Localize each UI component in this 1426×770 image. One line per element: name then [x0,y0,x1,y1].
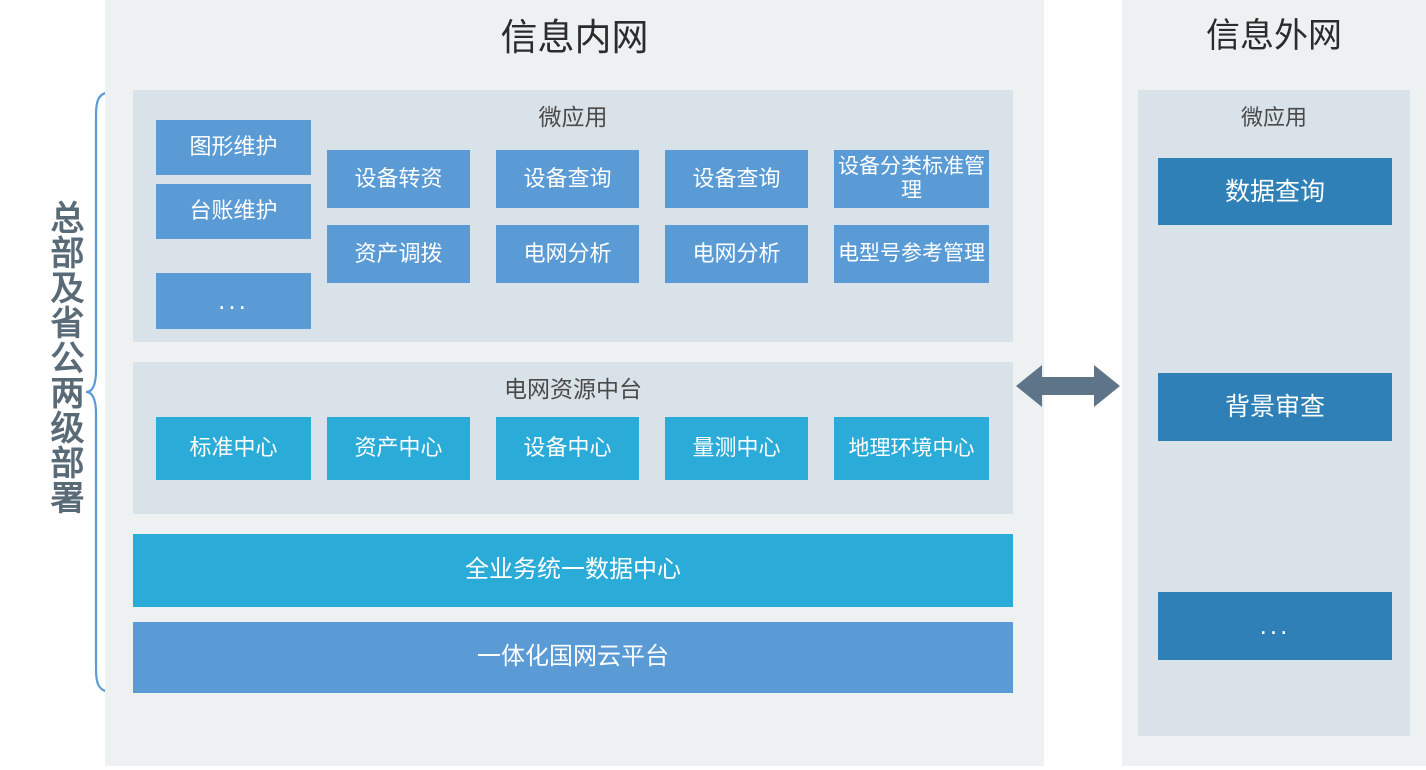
microapp-tile-model-reference-management[interactable]: 电型号参考管理 [834,225,989,283]
curly-brace-icon [85,90,113,694]
microapp-tile-asset-allocation[interactable]: 资产调拨 [327,225,470,283]
microapp-tile-ledger-maintenance[interactable]: 台账维护 [156,184,311,239]
microapp-tile-equipment-query-1[interactable]: 设备查询 [496,150,639,208]
extranet-microapp-title: 微应用 [1240,105,1307,130]
platform-center-equipment[interactable]: 设备中心 [496,417,639,480]
platform-center-measurement[interactable]: 量测中心 [665,417,808,480]
intranet-microapp-group: 微应用 图形维护 台账维护 ... 设备转资 设备查询 设备查询 设备分类标准管… [133,90,1013,342]
extranet-tile-background-review[interactable]: 背景审查 [1158,373,1392,441]
platform-center-geographic-environment[interactable]: 地理环境中心 [834,417,989,480]
microapp-tile-more[interactable]: ... [156,273,311,329]
extranet-microapp-group: 微应用 数据查询 背景审查 ... [1138,90,1410,736]
intranet-panel: 信息内网 微应用 图形维护 台账维护 ... 设备转资 设备查询 设备查询 设备… [105,0,1044,766]
platform-center-standard[interactable]: 标准中心 [156,417,311,480]
grid-resource-platform-title: 电网资源中台 [504,376,642,402]
microapp-tile-grid-analysis-1[interactable]: 电网分析 [496,225,639,283]
platform-center-asset[interactable]: 资产中心 [327,417,470,480]
extranet-tile-data-query[interactable]: 数据查询 [1158,158,1392,225]
integrated-cloud-platform-bar[interactable]: 一体化国网云平台 [133,622,1013,693]
microapp-tile-equipment-query-2[interactable]: 设备查询 [665,150,808,208]
extranet-tile-more[interactable]: ... [1158,592,1392,660]
intranet-microapp-title: 微应用 [538,104,608,130]
extranet-title: 信息外网 [1206,17,1342,55]
microapp-tile-equipment-transfer[interactable]: 设备转资 [327,150,470,208]
grid-resource-platform-group: 电网资源中台 标准中心 资产中心 设备中心 量测中心 地理环境中心 [133,362,1013,514]
microapp-tile-grid-analysis-2[interactable]: 电网分析 [665,225,808,283]
double-arrow-icon [1016,365,1120,407]
microapp-tile-graphic-maintenance[interactable]: 图形维护 [156,120,311,175]
deployment-scope-label: 总部及省公两级部署 [45,200,83,515]
unified-data-center-bar[interactable]: 全业务统一数据中心 [133,534,1013,607]
intranet-title: 信息内网 [500,17,649,58]
extranet-panel: 信息外网 微应用 数据查询 背景审查 ... [1122,0,1426,766]
microapp-tile-equipment-classification-standard[interactable]: 设备分类标准管理 [834,150,989,208]
